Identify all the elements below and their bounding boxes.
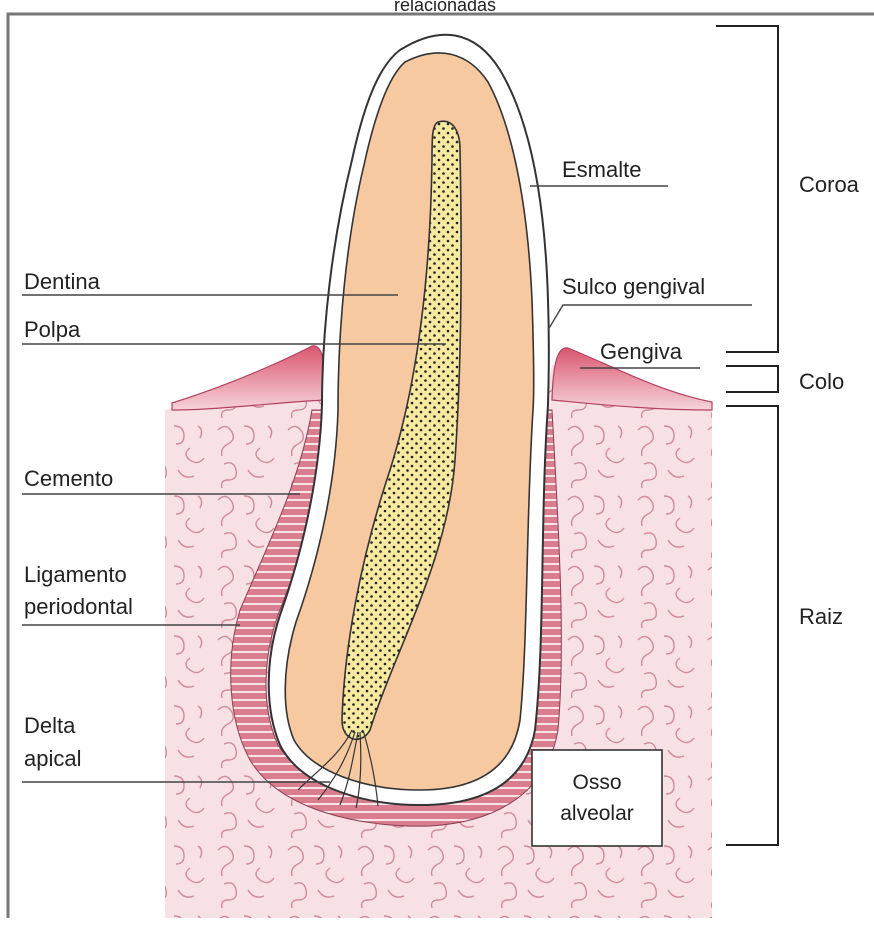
label-dentina: Dentina [24,269,101,294]
label-apical: apical [24,746,81,771]
label-coroa: Coroa [799,172,860,197]
label-polpa: Polpa [24,317,81,342]
label-gengiva: Gengiva [600,339,683,364]
label-delta: Delta [24,713,76,738]
label-esmalte: Esmalte [562,157,641,182]
label-cemento: Cemento [24,466,113,491]
gum-left [172,346,325,410]
label-raiz: Raiz [799,604,843,629]
label-ligamento: Ligamento [24,562,127,587]
label-colo: Colo [799,369,844,394]
osso-alveolar-box [532,750,662,846]
label-sulco-gengival: Sulco gengival [562,274,705,299]
label-periodontal: periodontal [24,594,133,619]
label-osso: Osso [572,771,621,794]
label-alveolar: alveolar [560,802,634,825]
region-brackets [716,26,778,845]
